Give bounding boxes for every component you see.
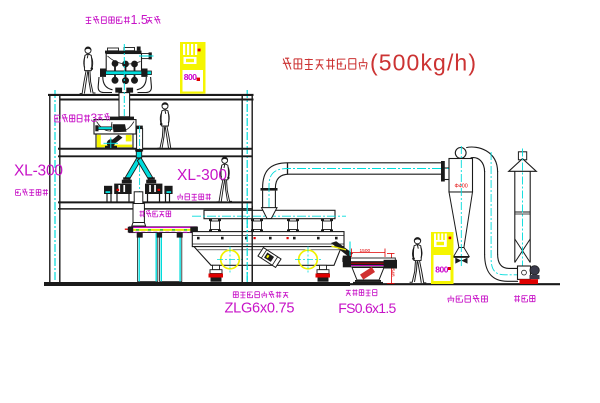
svg-text:800: 800 [435, 265, 448, 275]
svg-text:1500: 1500 [360, 248, 371, 254]
svg-text:(500kg/h): (500kg/h) [370, 50, 476, 76]
svg-text:ZLG6x0.75: ZLG6x0.75 [225, 301, 295, 317]
svg-text:800: 800 [184, 72, 197, 82]
svg-text:XL-300: XL-300 [177, 167, 227, 184]
svg-text:Φ400: Φ400 [455, 184, 468, 190]
svg-text:1.5: 1.5 [131, 13, 148, 27]
svg-text:548: 548 [390, 269, 396, 277]
svg-text:3: 3 [91, 111, 98, 125]
svg-text:FS0.6x1.5: FS0.6x1.5 [338, 300, 396, 316]
svg-text:XL-300: XL-300 [14, 163, 63, 180]
